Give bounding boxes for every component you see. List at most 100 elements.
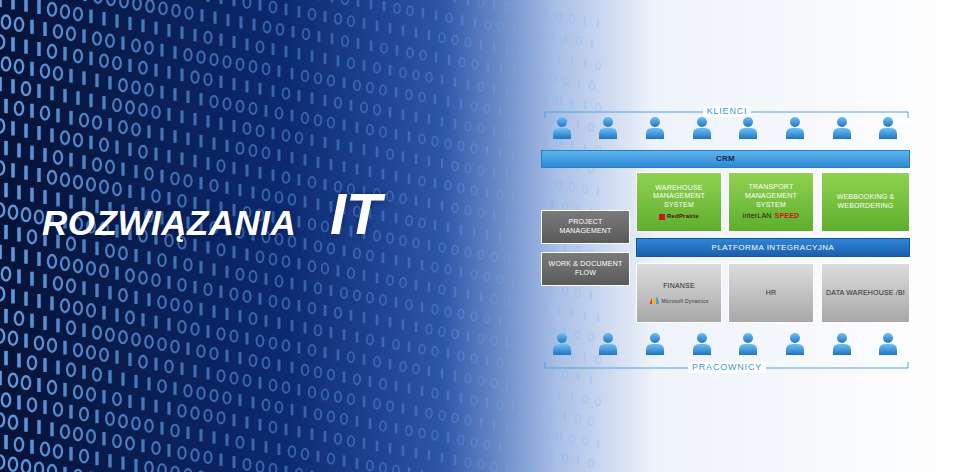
binary-one <box>298 216 301 227</box>
binary-zero <box>517 467 522 472</box>
binary-digit <box>432 305 438 314</box>
binary-zero <box>380 85 386 95</box>
binary-zero <box>589 123 594 131</box>
binary-digit <box>330 159 333 170</box>
binary-digit <box>298 174 301 185</box>
binary-digit <box>493 126 495 135</box>
binary-digit <box>519 341 521 350</box>
binary-digit <box>35 337 43 350</box>
binary-one <box>0 371 2 385</box>
binary-zero <box>237 269 244 280</box>
binary-zero <box>230 289 237 300</box>
binary-digit <box>374 105 380 115</box>
binary-zero <box>562 371 567 379</box>
binary-digit <box>506 465 508 472</box>
binary-zero <box>583 437 588 445</box>
binary-digit <box>191 71 198 82</box>
binary-digit <box>315 409 322 419</box>
binary-digit <box>167 402 170 415</box>
binary-digit <box>439 411 445 420</box>
binary-digit <box>452 203 458 212</box>
binary-digit <box>210 54 217 65</box>
binary-zero <box>54 277 62 290</box>
binary-zero <box>341 414 347 424</box>
binary-digit <box>232 162 235 174</box>
binary-digit <box>465 374 471 383</box>
binary-one <box>486 146 488 156</box>
binary-digit <box>545 304 547 313</box>
binary-one <box>578 79 580 88</box>
binary-zero <box>471 354 477 363</box>
binary-zero <box>537 72 542 80</box>
binary-one <box>259 0 262 11</box>
binary-digit <box>41 65 49 78</box>
binary-zero <box>276 276 283 287</box>
binary-digit <box>415 28 418 38</box>
binary-zero <box>484 440 490 449</box>
binary-digit <box>17 185 21 199</box>
binary-digit <box>447 391 449 401</box>
binary-zero <box>0 329 4 342</box>
binary-one <box>311 135 314 146</box>
binary-digit <box>583 437 588 445</box>
binary-one <box>467 289 469 299</box>
binary-digit <box>120 0 128 7</box>
binary-one <box>532 91 534 100</box>
binary-zero <box>230 331 237 342</box>
binary-digit <box>315 241 322 251</box>
binary-digit <box>519 89 521 98</box>
binary-digit <box>54 25 62 38</box>
binary-digit <box>400 194 406 204</box>
binary-one <box>512 403 514 412</box>
binary-digit <box>173 88 176 101</box>
binary-one <box>363 354 366 365</box>
binary-one <box>519 341 521 350</box>
binary-digit <box>484 440 490 449</box>
binary-digit <box>493 420 495 429</box>
binary-digit <box>428 114 431 124</box>
binary-digit <box>486 230 488 240</box>
binary-zero <box>322 389 329 399</box>
binary-digit <box>571 309 573 318</box>
binary-digit <box>250 313 257 324</box>
binary-digit <box>178 321 185 333</box>
binary-zero <box>393 339 399 349</box>
binary-digit <box>100 55 108 67</box>
binary-digit <box>191 407 198 418</box>
binary-one <box>141 19 144 32</box>
binary-one <box>363 396 366 407</box>
binary-zero <box>94 0 102 3</box>
binary-digit <box>126 311 134 323</box>
binary-digit <box>447 97 449 107</box>
binary-digit <box>17 353 21 367</box>
binary-zero <box>387 275 393 285</box>
binary-zero <box>452 161 458 170</box>
binary-digit <box>141 187 144 200</box>
binary-digit <box>506 45 508 54</box>
binary-digit <box>93 32 101 44</box>
binary-zero <box>309 387 316 397</box>
binary-zero <box>74 50 82 62</box>
binary-one <box>200 9 203 21</box>
binary-digit <box>139 146 147 158</box>
binary-one <box>545 94 547 103</box>
binary-one <box>460 99 462 109</box>
binary-one <box>89 52 92 65</box>
binary-digit <box>87 388 95 400</box>
binary-one <box>499 442 501 451</box>
binary-digit <box>435 52 438 62</box>
binary-zero <box>432 389 438 398</box>
binary-digit <box>458 351 464 360</box>
binary-one <box>102 306 105 319</box>
binary-digit <box>419 176 425 185</box>
binary-digit <box>259 0 262 11</box>
binary-one <box>545 52 547 61</box>
binary-digit <box>348 16 354 26</box>
binary-zero <box>341 288 347 298</box>
binary-digit <box>465 248 471 257</box>
binary-digit <box>283 340 290 351</box>
binary-digit <box>119 331 127 343</box>
binary-zero <box>556 181 561 189</box>
binary-zero <box>367 293 373 303</box>
binary-zero <box>348 352 354 362</box>
